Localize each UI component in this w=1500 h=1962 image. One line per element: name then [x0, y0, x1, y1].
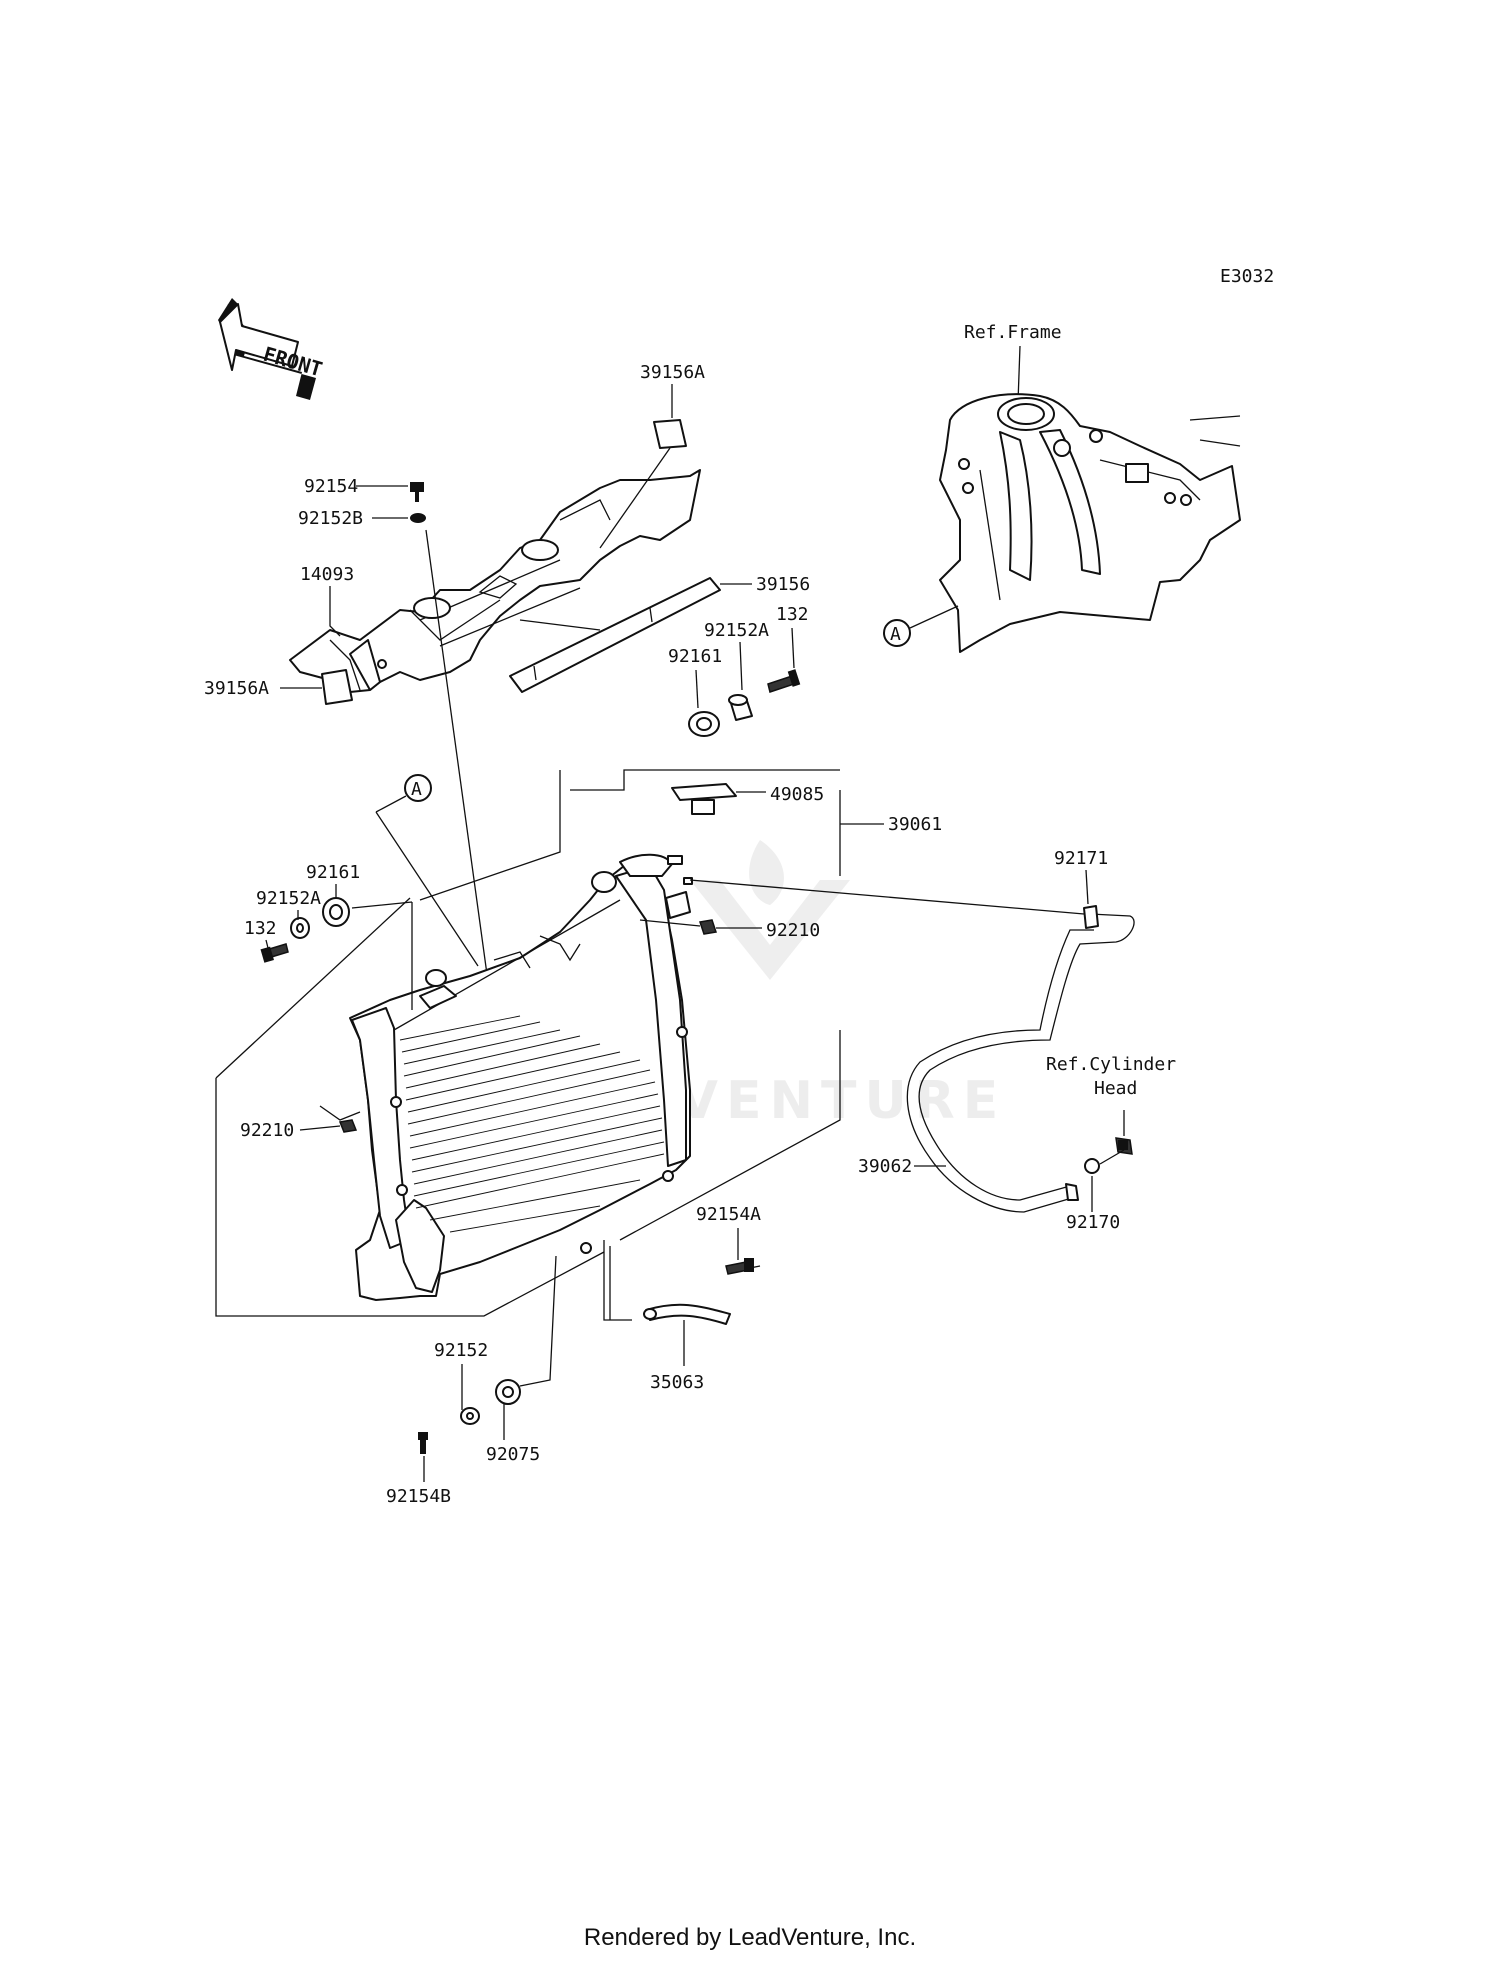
label-92210-right: 92210 — [766, 920, 820, 941]
radiator-fins — [399, 1015, 665, 1233]
label-39061: 39061 — [888, 814, 942, 835]
label-92152a-right: 92152A — [704, 620, 769, 641]
diagram-code: E3032 — [1220, 266, 1274, 287]
grommet-92161-left — [322, 897, 350, 927]
label-39062: 39062 — [858, 1156, 912, 1177]
label-92152b: 92152B — [298, 508, 363, 529]
bolt-92154b — [418, 1432, 428, 1454]
callout-a-radiator: A — [411, 779, 422, 800]
label-92154: 92154 — [304, 476, 358, 497]
foam-39156a-left — [321, 669, 353, 705]
bolt-92154a — [725, 1258, 754, 1275]
foam-strip-39156 — [509, 577, 721, 693]
bolt-132-left — [260, 943, 289, 963]
label-92154b: 92154B — [386, 1486, 451, 1507]
label-92161-left: 92161 — [306, 862, 360, 883]
label-92152: 92152 — [434, 1340, 488, 1361]
label-92152a-left: 92152A — [256, 888, 321, 909]
label-92075: 92075 — [486, 1444, 540, 1465]
ref-frame-illustration: Ref.Frame A — [883, 322, 1241, 653]
callout-a-frame: A — [890, 624, 901, 645]
collar-92152a-left — [290, 917, 310, 939]
radiator-39061 — [349, 853, 693, 1301]
front-arrow-icon: FRONT — [218, 298, 325, 400]
label-132-left: 132 — [244, 918, 277, 939]
clip-92210-left — [338, 1119, 358, 1133]
label-39156a-left: 39156A — [204, 678, 269, 699]
label-14093: 14093 — [300, 564, 354, 585]
ref-frame-label: Ref.Frame — [964, 322, 1062, 343]
hose-39062 — [906, 905, 1135, 1213]
clip-92210-right — [699, 919, 717, 935]
label-35063: 35063 — [650, 1372, 704, 1393]
ref-cylinder-label-2: Head — [1094, 1078, 1137, 1099]
label-39156a-top: 39156A — [640, 362, 705, 383]
label-132-right: 132 — [776, 604, 809, 625]
label-92170: 92170 — [1066, 1212, 1120, 1233]
fitting-92170 — [1084, 1137, 1133, 1174]
label-49085: 49085 — [770, 784, 824, 805]
bolt-92154 — [410, 482, 426, 523]
ref-cylinder-label-1: Ref.Cylinder — [1046, 1054, 1176, 1075]
label-39156: 39156 — [756, 574, 810, 595]
grommet-92161-right — [688, 711, 720, 737]
foam-39156a-top — [653, 419, 687, 449]
bolt-132-right — [767, 669, 801, 693]
label-92210-left: 92210 — [240, 1120, 294, 1141]
label-92171: 92171 — [1054, 848, 1108, 869]
grommet-92075 — [495, 1379, 521, 1405]
label-92161-right: 92161 — [668, 646, 722, 667]
footer-credit: Rendered by LeadVenture, Inc. — [583, 1924, 917, 1951]
collar-92152 — [460, 1407, 480, 1425]
radiator-cap-49085 — [671, 783, 737, 815]
collar-92152a-right — [728, 694, 753, 721]
shroud-14093 — [289, 469, 701, 693]
label-92154a: 92154A — [696, 1204, 761, 1225]
bracket-35063 — [643, 1303, 731, 1325]
